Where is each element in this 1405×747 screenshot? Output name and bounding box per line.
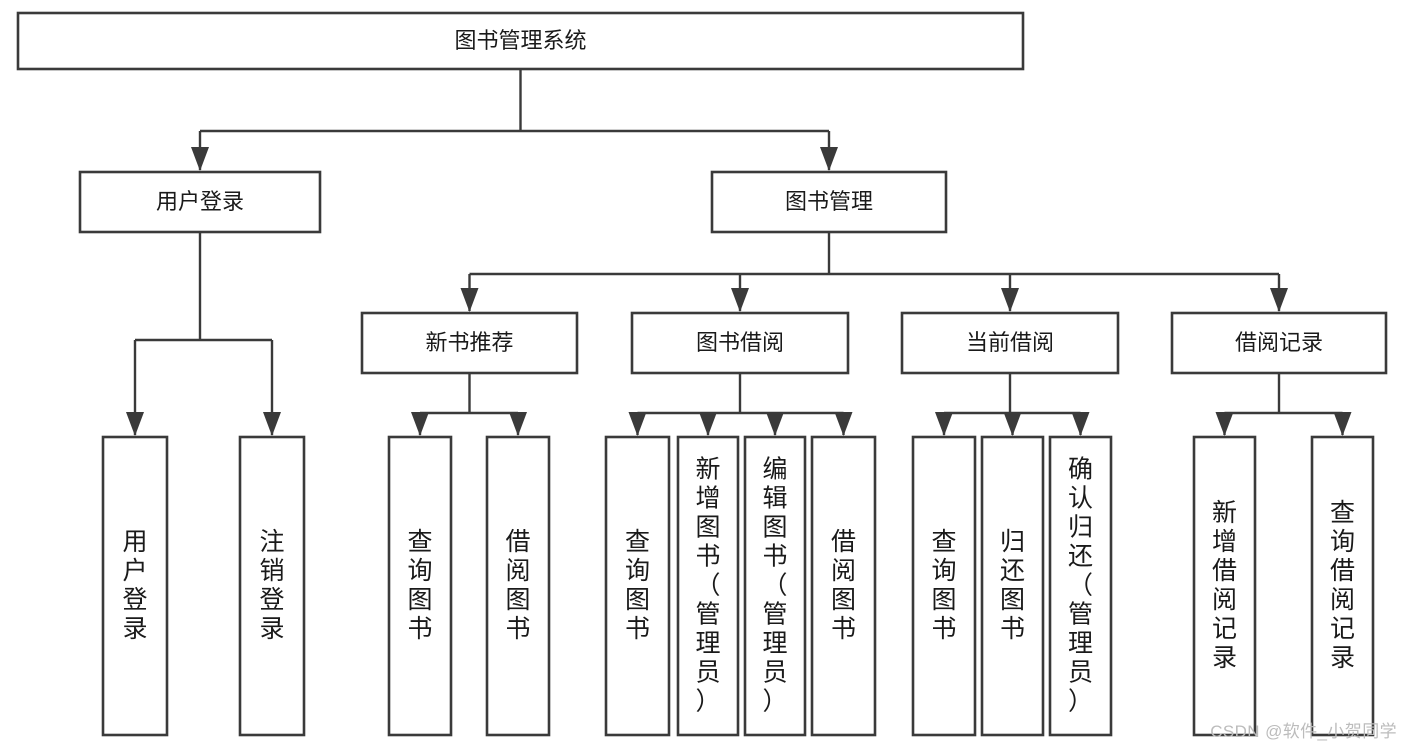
arrow-head-icon — [263, 412, 281, 436]
leaf-node[interactable]: 借阅图书 — [485, 435, 551, 737]
leaf-box[interactable] — [238, 435, 306, 737]
arrow-head-icon — [126, 412, 144, 436]
leaf-label: 新增借阅记录 — [1212, 499, 1237, 672]
arrow-head-icon — [699, 412, 717, 436]
level1-node[interactable]: 图书管理 — [710, 170, 948, 234]
leaf-node[interactable]: 用户登录 — [101, 435, 169, 737]
leaf-node[interactable]: 查询图书 — [911, 435, 977, 737]
level2-label: 借阅记录 — [1235, 330, 1323, 355]
leaf-label: 借阅图书 — [831, 528, 856, 643]
level2-label: 当前借阅 — [966, 330, 1054, 355]
leaf-node[interactable]: 归还图书 — [980, 435, 1045, 737]
leaf-box[interactable] — [1310, 435, 1375, 737]
level1-label: 用户登录 — [156, 189, 244, 214]
leaf-box[interactable] — [387, 435, 453, 737]
leaf-box[interactable] — [911, 435, 977, 737]
arrow-head-icon — [1071, 412, 1090, 436]
level1-node[interactable]: 用户登录 — [78, 170, 322, 234]
leaf-box[interactable] — [810, 435, 877, 737]
leaf-label: 注销登录 — [259, 528, 284, 643]
leaf-label: 用户登录 — [122, 528, 147, 643]
root-box[interactable] — [16, 11, 1025, 71]
level1-label: 图书管理 — [785, 189, 873, 214]
level2-box[interactable] — [900, 311, 1120, 375]
leaf-label: 编辑图书（管理员） — [762, 456, 787, 716]
arrow-head-icon — [820, 147, 838, 171]
leaf-box[interactable] — [676, 435, 740, 737]
level1-box[interactable] — [710, 170, 948, 234]
level2-node[interactable]: 借阅记录 — [1170, 311, 1388, 375]
leaf-node[interactable]: 编辑图书（管理员） — [743, 435, 807, 737]
arrow-head-icon — [766, 412, 784, 436]
leaf-node[interactable]: 查询图书 — [604, 435, 671, 737]
leaf-node[interactable]: 注销登录 — [238, 435, 306, 737]
level2-node[interactable]: 当前借阅 — [900, 311, 1120, 375]
arrow-head-icon — [411, 412, 429, 436]
arrow-head-icon — [834, 412, 853, 436]
connector-layer — [126, 69, 1352, 436]
leaf-box[interactable] — [743, 435, 807, 737]
leaf-box[interactable] — [604, 435, 671, 737]
level2-box[interactable] — [360, 311, 579, 375]
arrow-head-icon — [191, 147, 209, 171]
arrow-head-icon — [1215, 412, 1234, 436]
leaf-node[interactable]: 确认归还（管理员） — [1048, 435, 1113, 737]
level2-node[interactable]: 图书借阅 — [630, 311, 850, 375]
leaf-box[interactable] — [1192, 435, 1257, 737]
leaf-label: 借阅图书 — [505, 528, 530, 643]
leaf-box[interactable] — [980, 435, 1045, 737]
arrow-head-icon — [935, 412, 953, 436]
arrow-head-icon — [1333, 412, 1352, 436]
leaf-label: 查询借阅记录 — [1330, 499, 1355, 672]
level1-box[interactable] — [78, 170, 322, 234]
leaf-label: 查询图书 — [407, 528, 432, 643]
leaf-box[interactable] — [1048, 435, 1113, 737]
leaf-box[interactable] — [101, 435, 169, 737]
arrow-head-icon — [1003, 412, 1022, 436]
level2-box[interactable] — [1170, 311, 1388, 375]
leaf-box[interactable] — [485, 435, 551, 737]
arrow-head-icon — [460, 288, 479, 312]
root-node[interactable]: 图书管理系统 — [16, 11, 1025, 71]
leaf-label: 查询图书 — [931, 528, 956, 643]
leaf-node[interactable]: 查询图书 — [387, 435, 453, 737]
arrow-head-icon — [1001, 288, 1019, 312]
level2-label: 新书推荐 — [425, 330, 513, 355]
level2-box[interactable] — [630, 311, 850, 375]
node-layer: 图书管理系统用户登录图书管理新书推荐图书借阅当前借阅借阅记录用户登录注销登录查询… — [16, 11, 1388, 737]
arrow-head-icon — [628, 412, 647, 436]
leaf-label: 新增图书（管理员） — [695, 456, 720, 716]
leaf-node[interactable]: 新增图书（管理员） — [676, 435, 740, 737]
arrow-head-icon — [509, 412, 527, 436]
root-label: 图书管理系统 — [454, 28, 586, 53]
leaf-label: 确认归还（管理员） — [1068, 456, 1093, 716]
leaf-node[interactable]: 查询借阅记录 — [1310, 435, 1375, 737]
arrow-head-icon — [1270, 288, 1288, 312]
level2-label: 图书借阅 — [696, 330, 784, 355]
arrow-head-icon — [731, 288, 749, 312]
level2-node[interactable]: 新书推荐 — [360, 311, 579, 375]
leaf-label: 归还图书 — [1000, 528, 1025, 643]
leaf-node[interactable]: 借阅图书 — [810, 435, 877, 737]
leaf-label: 查询图书 — [625, 528, 650, 643]
watermark-credit: CSDN @软件_小贺同学 — [1210, 722, 1397, 741]
leaf-node[interactable]: 新增借阅记录 — [1192, 435, 1257, 737]
